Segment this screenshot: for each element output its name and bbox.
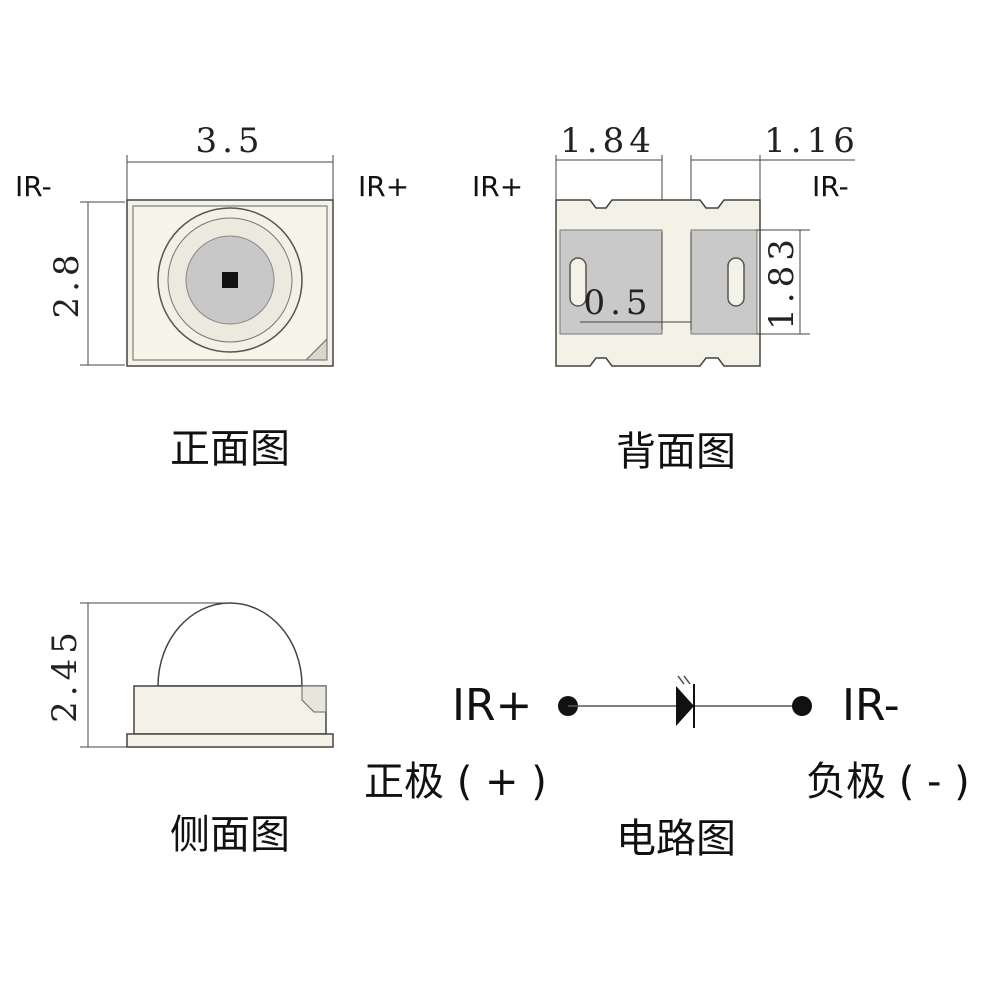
front-label-right: IR+ [358,170,409,203]
front-height-dim: 2.8 [47,249,87,318]
back-pad-height-dim: 1.83 [762,234,802,330]
back-view-caption: 背面图 [616,429,736,475]
side-polarity-mark [301,685,327,713]
back-right-dim: 1.16 [764,121,860,161]
back-pad-anode [559,229,663,335]
back-left-dim: 1.84 [560,121,656,161]
back-view: 1.84 1.16 IR+ IR- 0.5 1.83 背面图 [472,121,860,475]
circuit-caption: 电路图 [616,816,736,862]
back-label-left: IR+ [472,170,523,203]
front-label-left: IR- [15,170,52,203]
circuit-diagram: IR+ IR- 正极 ( + ) 负极 ( - ) 电路图 [364,675,970,862]
side-view-caption: 侧面图 [170,812,290,858]
back-pad-cathode [690,229,758,335]
front-chip-die [222,272,238,288]
back-label-right: IR- [812,170,849,203]
back-pad-anode-slot [569,257,587,307]
diode-triangle-icon [676,686,694,726]
back-pad-cathode-slot [727,257,745,307]
side-lens-dome [157,602,303,687]
circuit-anode-desc: 正极 ( + ) [364,759,547,805]
circuit-label-anode: IR+ [452,680,532,731]
front-view-caption: 正面图 [170,426,290,472]
front-view: 3.5 2.8 IR- IR+ 正面图 [15,121,409,472]
circuit-cathode-desc: 负极 ( - ) [806,759,970,805]
side-view: 2.45 侧面图 [45,602,334,858]
front-width-dim: 3.5 [195,121,264,161]
circuit-terminal-cathode [792,696,812,716]
back-gap-dim: 0.5 [583,283,652,323]
side-height-dim: 2.45 [45,627,85,723]
circuit-label-cathode: IR- [842,680,900,731]
side-package-body [133,685,327,735]
side-package-base [126,733,334,748]
front-polarity-chamfer [304,337,328,361]
